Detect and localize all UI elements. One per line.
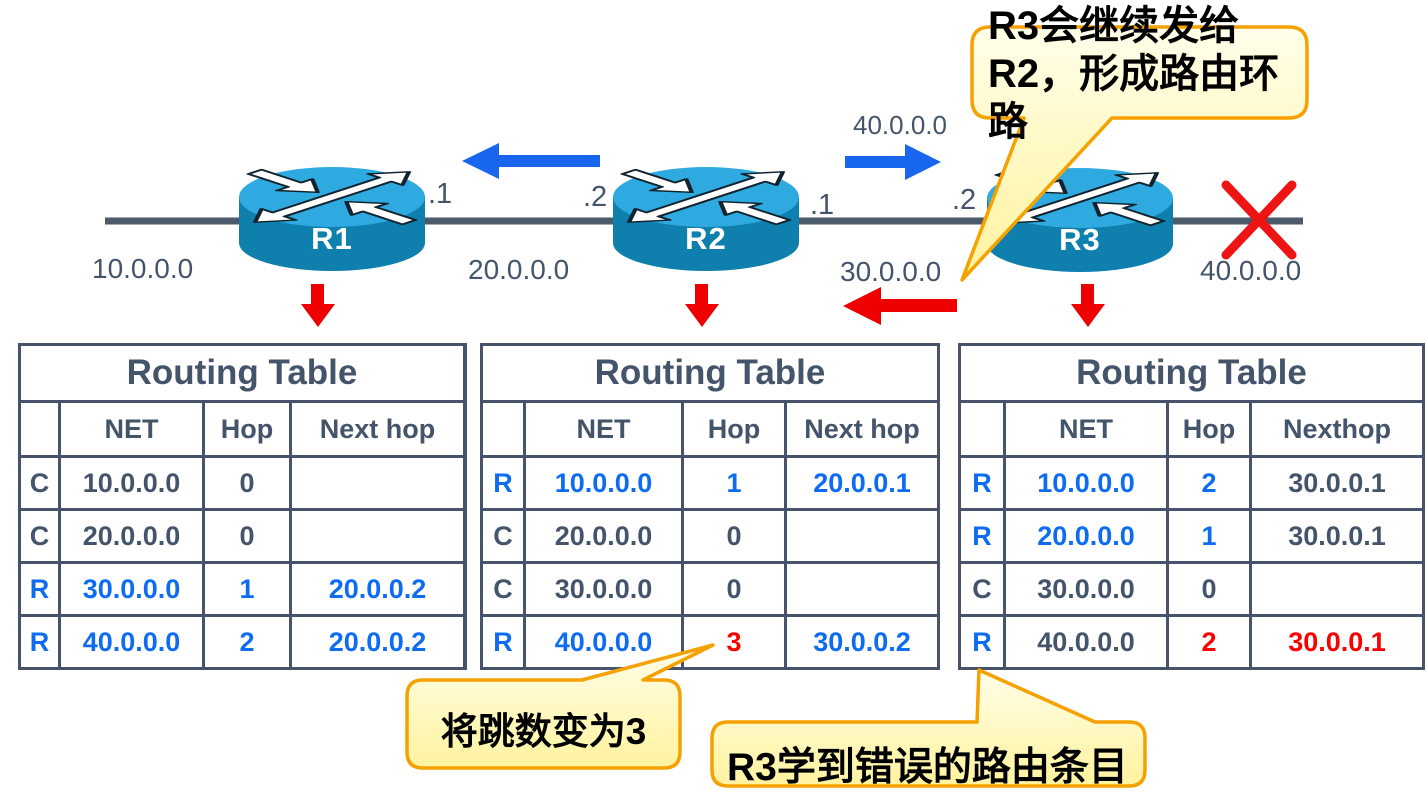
hop-cell: 0 — [684, 564, 784, 614]
hop-cell: 3 — [684, 617, 784, 667]
net-cell: 40.0.0.0 — [526, 617, 681, 667]
segment-label-20: 20.0.0.0 — [468, 254, 570, 285]
route-type-cell: C — [21, 511, 58, 561]
loop-callout-text: R3会继续发给 R2，形成路由环 路 — [988, 4, 1280, 144]
nexthop-cell — [787, 511, 937, 561]
hop-cell: 1 — [684, 458, 784, 508]
table-title: Routing Table — [21, 346, 463, 400]
update-arrow-left-icon — [462, 143, 600, 179]
nexthop-cell: 20.0.0.1 — [787, 458, 937, 508]
col-header-hop: Hop — [205, 403, 289, 455]
nexthop-cell — [787, 564, 937, 614]
hop-cell: 2 — [1169, 617, 1249, 667]
net-cell: 30.0.0.0 — [1006, 564, 1166, 614]
route-type-cell: R — [961, 511, 1003, 561]
link-failure-x-icon — [1221, 180, 1297, 260]
router-icon — [239, 167, 425, 271]
route-type-cell: R — [483, 617, 523, 667]
router-arrows-glyph — [620, 168, 792, 226]
advertised-network-label: 40.0.0.0 — [853, 110, 947, 140]
hop-cell: 1 — [1169, 511, 1249, 561]
net-cell: 20.0.0.0 — [61, 511, 202, 561]
hop-cell: 0 — [1169, 564, 1249, 614]
wrong-route-callout-text: R3学到错误的路由条目 — [727, 746, 1128, 789]
net-cell: 10.0.0.0 — [1006, 458, 1166, 508]
nexthop-cell — [292, 458, 463, 508]
table-title: Routing Table — [961, 346, 1422, 400]
router-r2: R2 — [612, 166, 800, 274]
route-type-cell: R — [961, 458, 1003, 508]
hop-cell: 0 — [205, 511, 289, 561]
router-r3: R3 — [986, 167, 1174, 275]
nexthop-cell: 20.0.0.2 — [292, 617, 463, 667]
nexthop-cell: 30.0.0.2 — [787, 617, 937, 667]
router-r1-label: R1 — [311, 221, 353, 256]
hop-cell: 2 — [1169, 458, 1249, 508]
route-type-cell: C — [483, 511, 523, 561]
interface-label-r2-right: .1 — [810, 189, 835, 221]
hop-cell: 0 — [684, 511, 784, 561]
segment-label-10: 10.0.0.0 — [92, 253, 194, 284]
route-type-cell: R — [483, 458, 523, 508]
col-header-type — [483, 403, 523, 455]
route-type-cell: C — [961, 564, 1003, 614]
route-type-cell: R — [21, 617, 58, 667]
update-arrow-right-icon — [845, 144, 941, 180]
col-header-net: NET — [526, 403, 681, 455]
nexthop-cell: 30.0.0.1 — [1252, 617, 1422, 667]
interface-label-r1-right: .1 — [428, 178, 453, 210]
col-header-net: NET — [1006, 403, 1166, 455]
net-cell: 30.0.0.0 — [61, 564, 202, 614]
table-pointer-arrow-r3-icon — [1071, 284, 1105, 327]
hop-cell: 2 — [205, 617, 289, 667]
table-title: Routing Table — [483, 346, 937, 400]
col-header-nexthop: Nexthop — [1252, 403, 1422, 455]
route-type-cell: R — [21, 564, 58, 614]
bad-update-arrow-icon — [843, 287, 957, 325]
hop-cell: 1 — [205, 564, 289, 614]
net-cell: 20.0.0.0 — [526, 511, 681, 561]
col-header-hop: Hop — [684, 403, 784, 455]
interface-label-r3-left: .2 — [952, 184, 977, 216]
net-cell: 30.0.0.0 — [526, 564, 681, 614]
segment-label-40: 40.0.0.0 — [1200, 255, 1302, 286]
col-header-net: NET — [61, 403, 202, 455]
segment-label-30: 30.0.0.0 — [840, 256, 942, 287]
col-header-nexthop: Next hop — [292, 403, 463, 455]
router-icon — [613, 167, 799, 271]
router-r2-label: R2 — [685, 221, 727, 256]
net-cell: 10.0.0.0 — [61, 458, 202, 508]
router-icon — [987, 168, 1173, 272]
net-cell: 10.0.0.0 — [526, 458, 681, 508]
routing-table-r2: Routing Table NET Hop Next hop R 10.0.0.… — [480, 343, 940, 670]
router-r3-label: R3 — [1059, 222, 1101, 257]
hop-cell: 0 — [205, 458, 289, 508]
nexthop-cell: 30.0.0.1 — [1252, 458, 1422, 508]
col-header-nexthop: Next hop — [787, 403, 937, 455]
hop-callout-text: 将跳数变为3 — [440, 711, 647, 752]
router-r1: R1 — [238, 166, 426, 274]
route-type-cell: R — [961, 617, 1003, 667]
nexthop-cell — [1252, 564, 1422, 614]
col-header-hop: Hop — [1169, 403, 1249, 455]
table-pointer-arrow-r2-icon — [685, 284, 719, 327]
nexthop-cell: 30.0.0.1 — [1252, 511, 1422, 561]
nexthop-cell — [292, 511, 463, 561]
nexthop-cell: 20.0.0.2 — [292, 564, 463, 614]
interface-label-r2-left: .2 — [583, 181, 608, 213]
net-cell: 40.0.0.0 — [61, 617, 202, 667]
routing-table-r1: Routing Table NET Hop Next hop C 10.0.0.… — [18, 343, 467, 670]
col-header-type — [21, 403, 58, 455]
route-type-cell: C — [21, 458, 58, 508]
col-header-type — [961, 403, 1003, 455]
routing-table-r3: Routing Table NET Hop Nexthop R 10.0.0.0… — [958, 343, 1425, 670]
net-cell: 20.0.0.0 — [1006, 511, 1166, 561]
net-cell: 40.0.0.0 — [1006, 617, 1166, 667]
route-type-cell: C — [483, 564, 523, 614]
table-pointer-arrow-r1-icon — [301, 284, 335, 327]
